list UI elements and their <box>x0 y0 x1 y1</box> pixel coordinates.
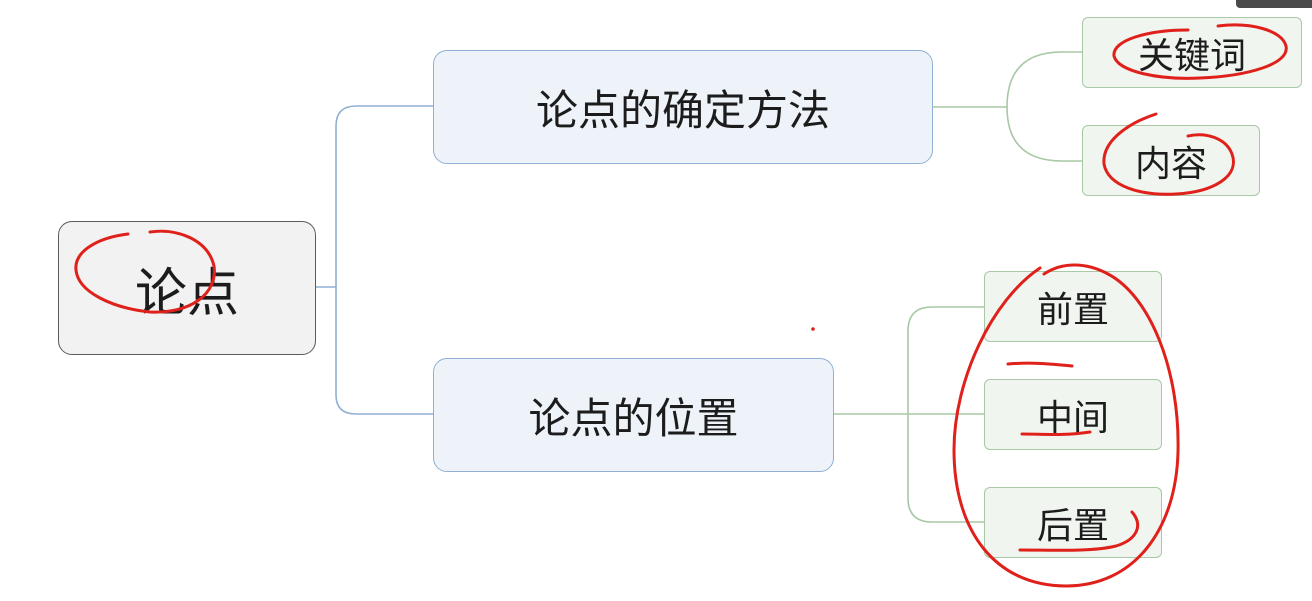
root-connectors <box>316 105 433 415</box>
branch-node-position[interactable]: 论点的位置 <box>433 358 834 472</box>
root-node[interactable]: 论点 <box>58 221 316 355</box>
branch-1-connectors <box>933 51 1082 162</box>
leaf-node-back[interactable]: 后置 <box>984 487 1162 558</box>
connector-branch-2-leaf-1 <box>834 306 984 415</box>
leaf-label: 内容 <box>1134 143 1207 185</box>
root-label: 论点 <box>134 263 239 324</box>
connector-branch-1-leaf-2 <box>1006 106 1082 162</box>
branch-2-connectors <box>834 306 984 523</box>
connector-root-branch-2 <box>335 287 433 415</box>
connector-root-branch-1 <box>316 105 433 288</box>
leaf-label: 关键词 <box>1137 35 1246 77</box>
leaf-label: 前置 <box>1036 289 1109 331</box>
leaf-label: 中间 <box>1036 397 1109 439</box>
branch-label: 论点的确定方法 <box>535 85 830 135</box>
connector-branch-1-leaf-1 <box>933 51 1082 108</box>
corner-thumbnail <box>1236 0 1312 8</box>
leaf-node-front[interactable]: 前置 <box>984 271 1162 342</box>
leaf-label: 后置 <box>1036 505 1109 547</box>
connector-branch-2-leaf-3 <box>907 414 984 523</box>
branch-node-method[interactable]: 论点的确定方法 <box>433 50 933 164</box>
leaf-node-content[interactable]: 内容 <box>1082 125 1260 196</box>
leaf-node-middle[interactable]: 中间 <box>984 379 1162 450</box>
leaf-node-keyword[interactable]: 关键词 <box>1082 17 1302 88</box>
branch-label: 论点的位置 <box>528 393 739 443</box>
